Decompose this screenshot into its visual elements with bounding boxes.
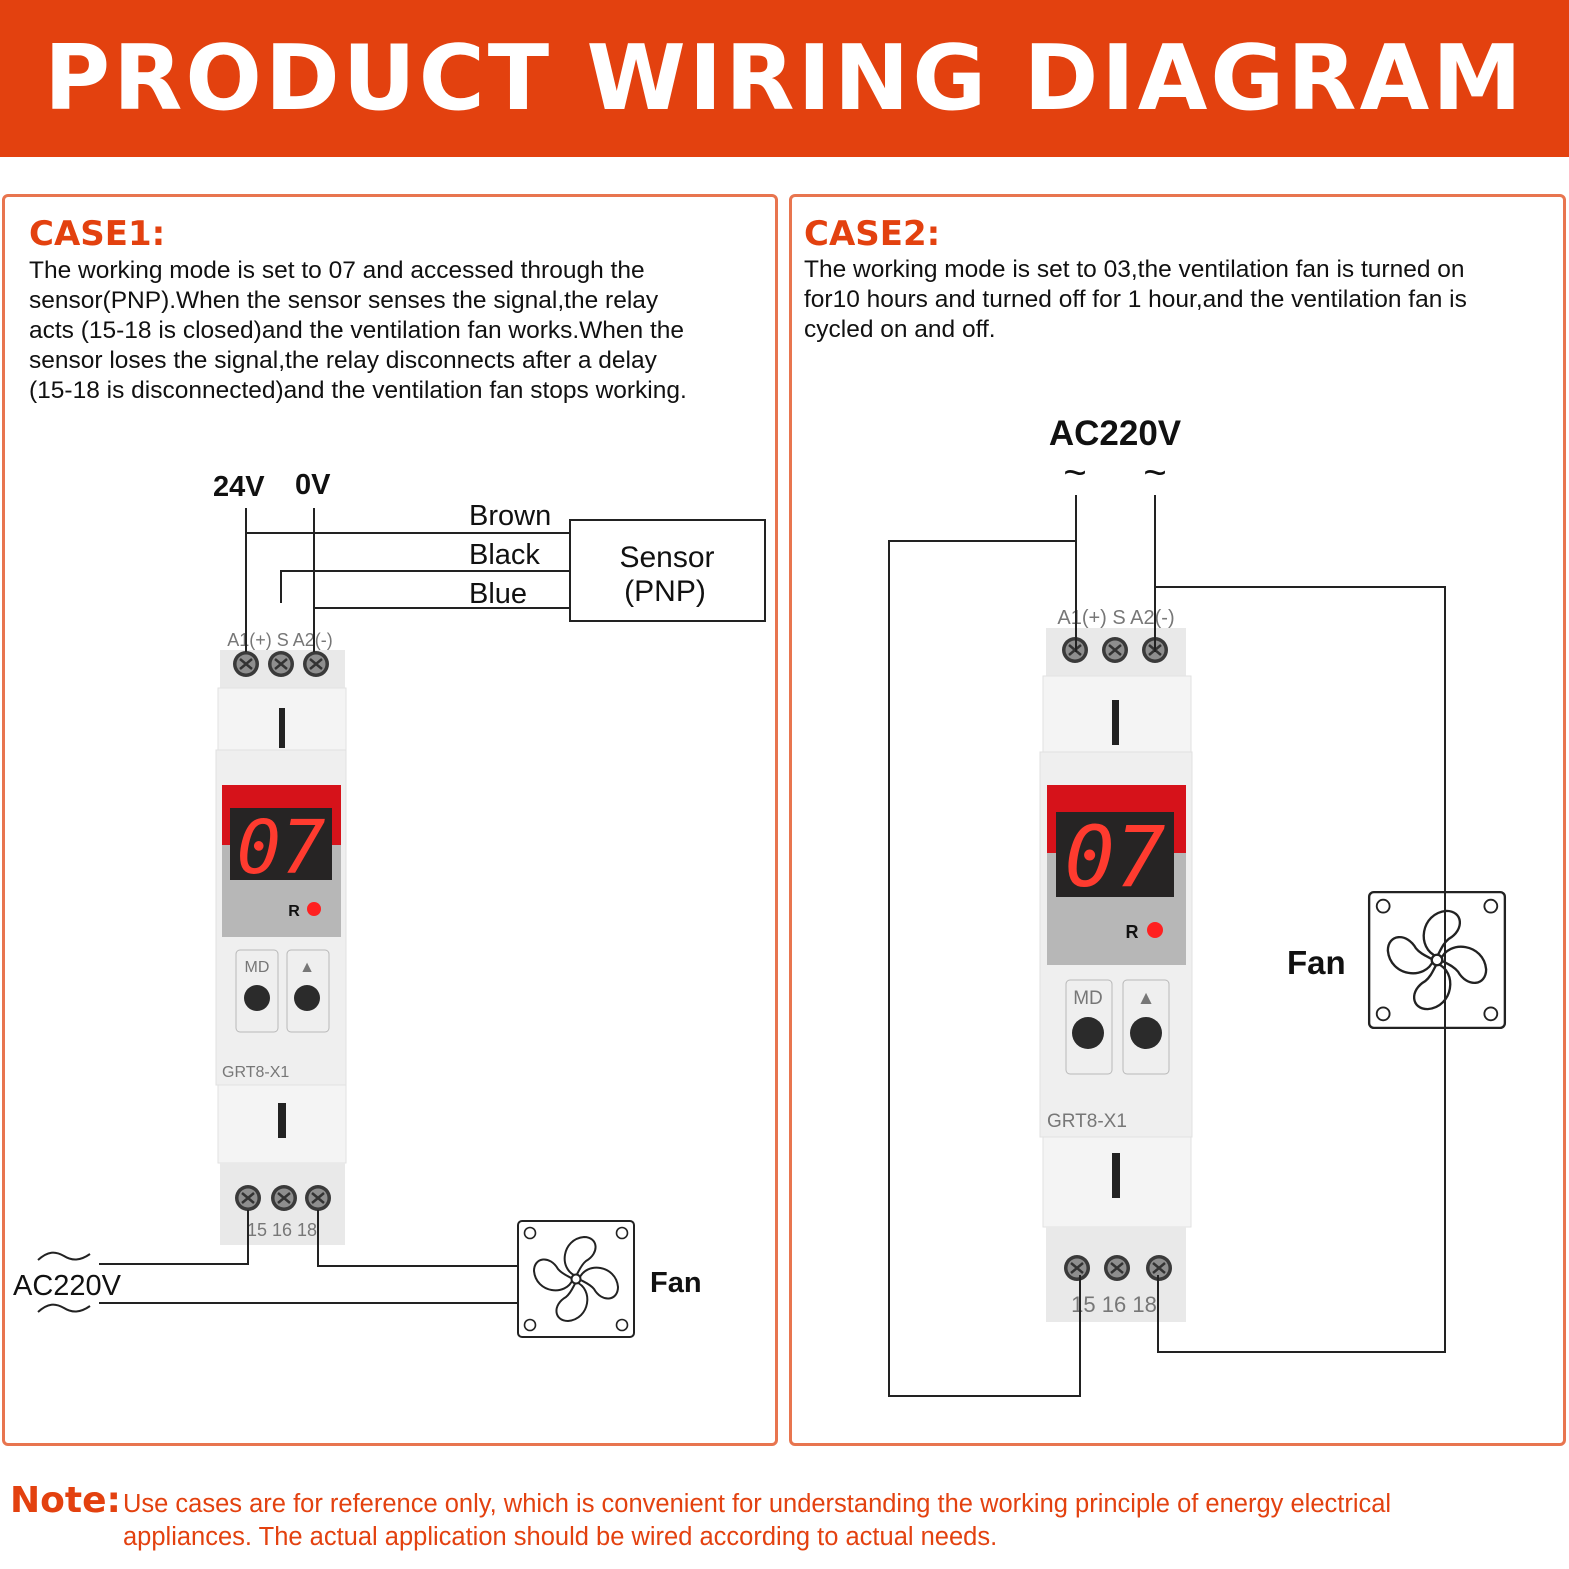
case2-ac-symbol-right: ~ xyxy=(1143,451,1166,495)
case2-fan-label: Fan xyxy=(1287,944,1346,981)
case1-model-label: GRT8-X1 xyxy=(222,1064,289,1081)
case1-panel xyxy=(2,194,778,1446)
case1-relay-indicator-label: R xyxy=(288,903,300,920)
header-banner: PRODUCT WIRING DIAGRAM xyxy=(0,0,1569,157)
case1-24v-label: 24V xyxy=(213,471,265,503)
page-title: PRODUCT WIRING DIAGRAM xyxy=(44,26,1525,131)
case1-display-value: 07 xyxy=(236,805,325,891)
note-title: Note: xyxy=(10,1480,121,1521)
case2-md-button-label: MD xyxy=(1073,988,1103,1009)
case1-md-button-label: MD xyxy=(245,959,270,976)
case1-relay-led xyxy=(307,902,321,916)
case2-ac-symbol-left: ~ xyxy=(1063,451,1086,495)
case1-up-button-label: ▲ xyxy=(299,959,315,976)
case2-relay-led xyxy=(1147,922,1163,938)
case2-display-value: 07 xyxy=(1064,808,1165,906)
case1-fan-label: Fan xyxy=(650,1267,702,1299)
case1-fan-icon xyxy=(517,1220,635,1338)
case2-ac220v-label: AC220V xyxy=(1049,414,1182,453)
case1-bottom-terminal-labels: 15 16 18 xyxy=(247,1220,317,1240)
case1-blue-wire-label: Blue xyxy=(469,578,527,610)
case1-black-wire-label: Black xyxy=(469,539,540,571)
case1-sensor-type-label: (PNP) xyxy=(624,575,706,608)
case2-title: CASE2: xyxy=(804,214,941,254)
case1-relay-device xyxy=(215,649,347,1245)
case1-ac220v-label: AC220V xyxy=(13,1270,122,1302)
case2-panel xyxy=(789,194,1566,1446)
case2-bottom-terminal-labels: 15 16 18 xyxy=(1071,1292,1157,1317)
case1-sensor-label: Sensor xyxy=(619,541,714,574)
case1-title: CASE1: xyxy=(29,214,166,254)
case2-relay-device xyxy=(1039,628,1193,1322)
case1-0v-label: 0V xyxy=(295,469,331,501)
case1-brown-wire-label: Brown xyxy=(469,500,551,532)
case2-wires xyxy=(888,495,1446,1397)
case2-model-label: GRT8-X1 xyxy=(1047,1111,1127,1132)
note-text: Use cases are for reference only, which … xyxy=(123,1490,1392,1551)
case1-description: The working mode is set to 07 and access… xyxy=(29,257,687,404)
case1-sensor-box xyxy=(569,519,766,622)
case2-up-button-label: ▲ xyxy=(1137,988,1156,1009)
case2-fan-icon xyxy=(1367,890,1507,1030)
case2-description: The working mode is set to 03,the ventil… xyxy=(804,256,1467,343)
case1-top-terminal-labels: A1(+) S A2(-) xyxy=(227,630,333,650)
case2-top-terminal-labels: A1(+) S A2(-) xyxy=(1057,607,1174,629)
case1-wires xyxy=(37,508,570,1313)
case2-relay-indicator-label: R xyxy=(1126,922,1139,942)
